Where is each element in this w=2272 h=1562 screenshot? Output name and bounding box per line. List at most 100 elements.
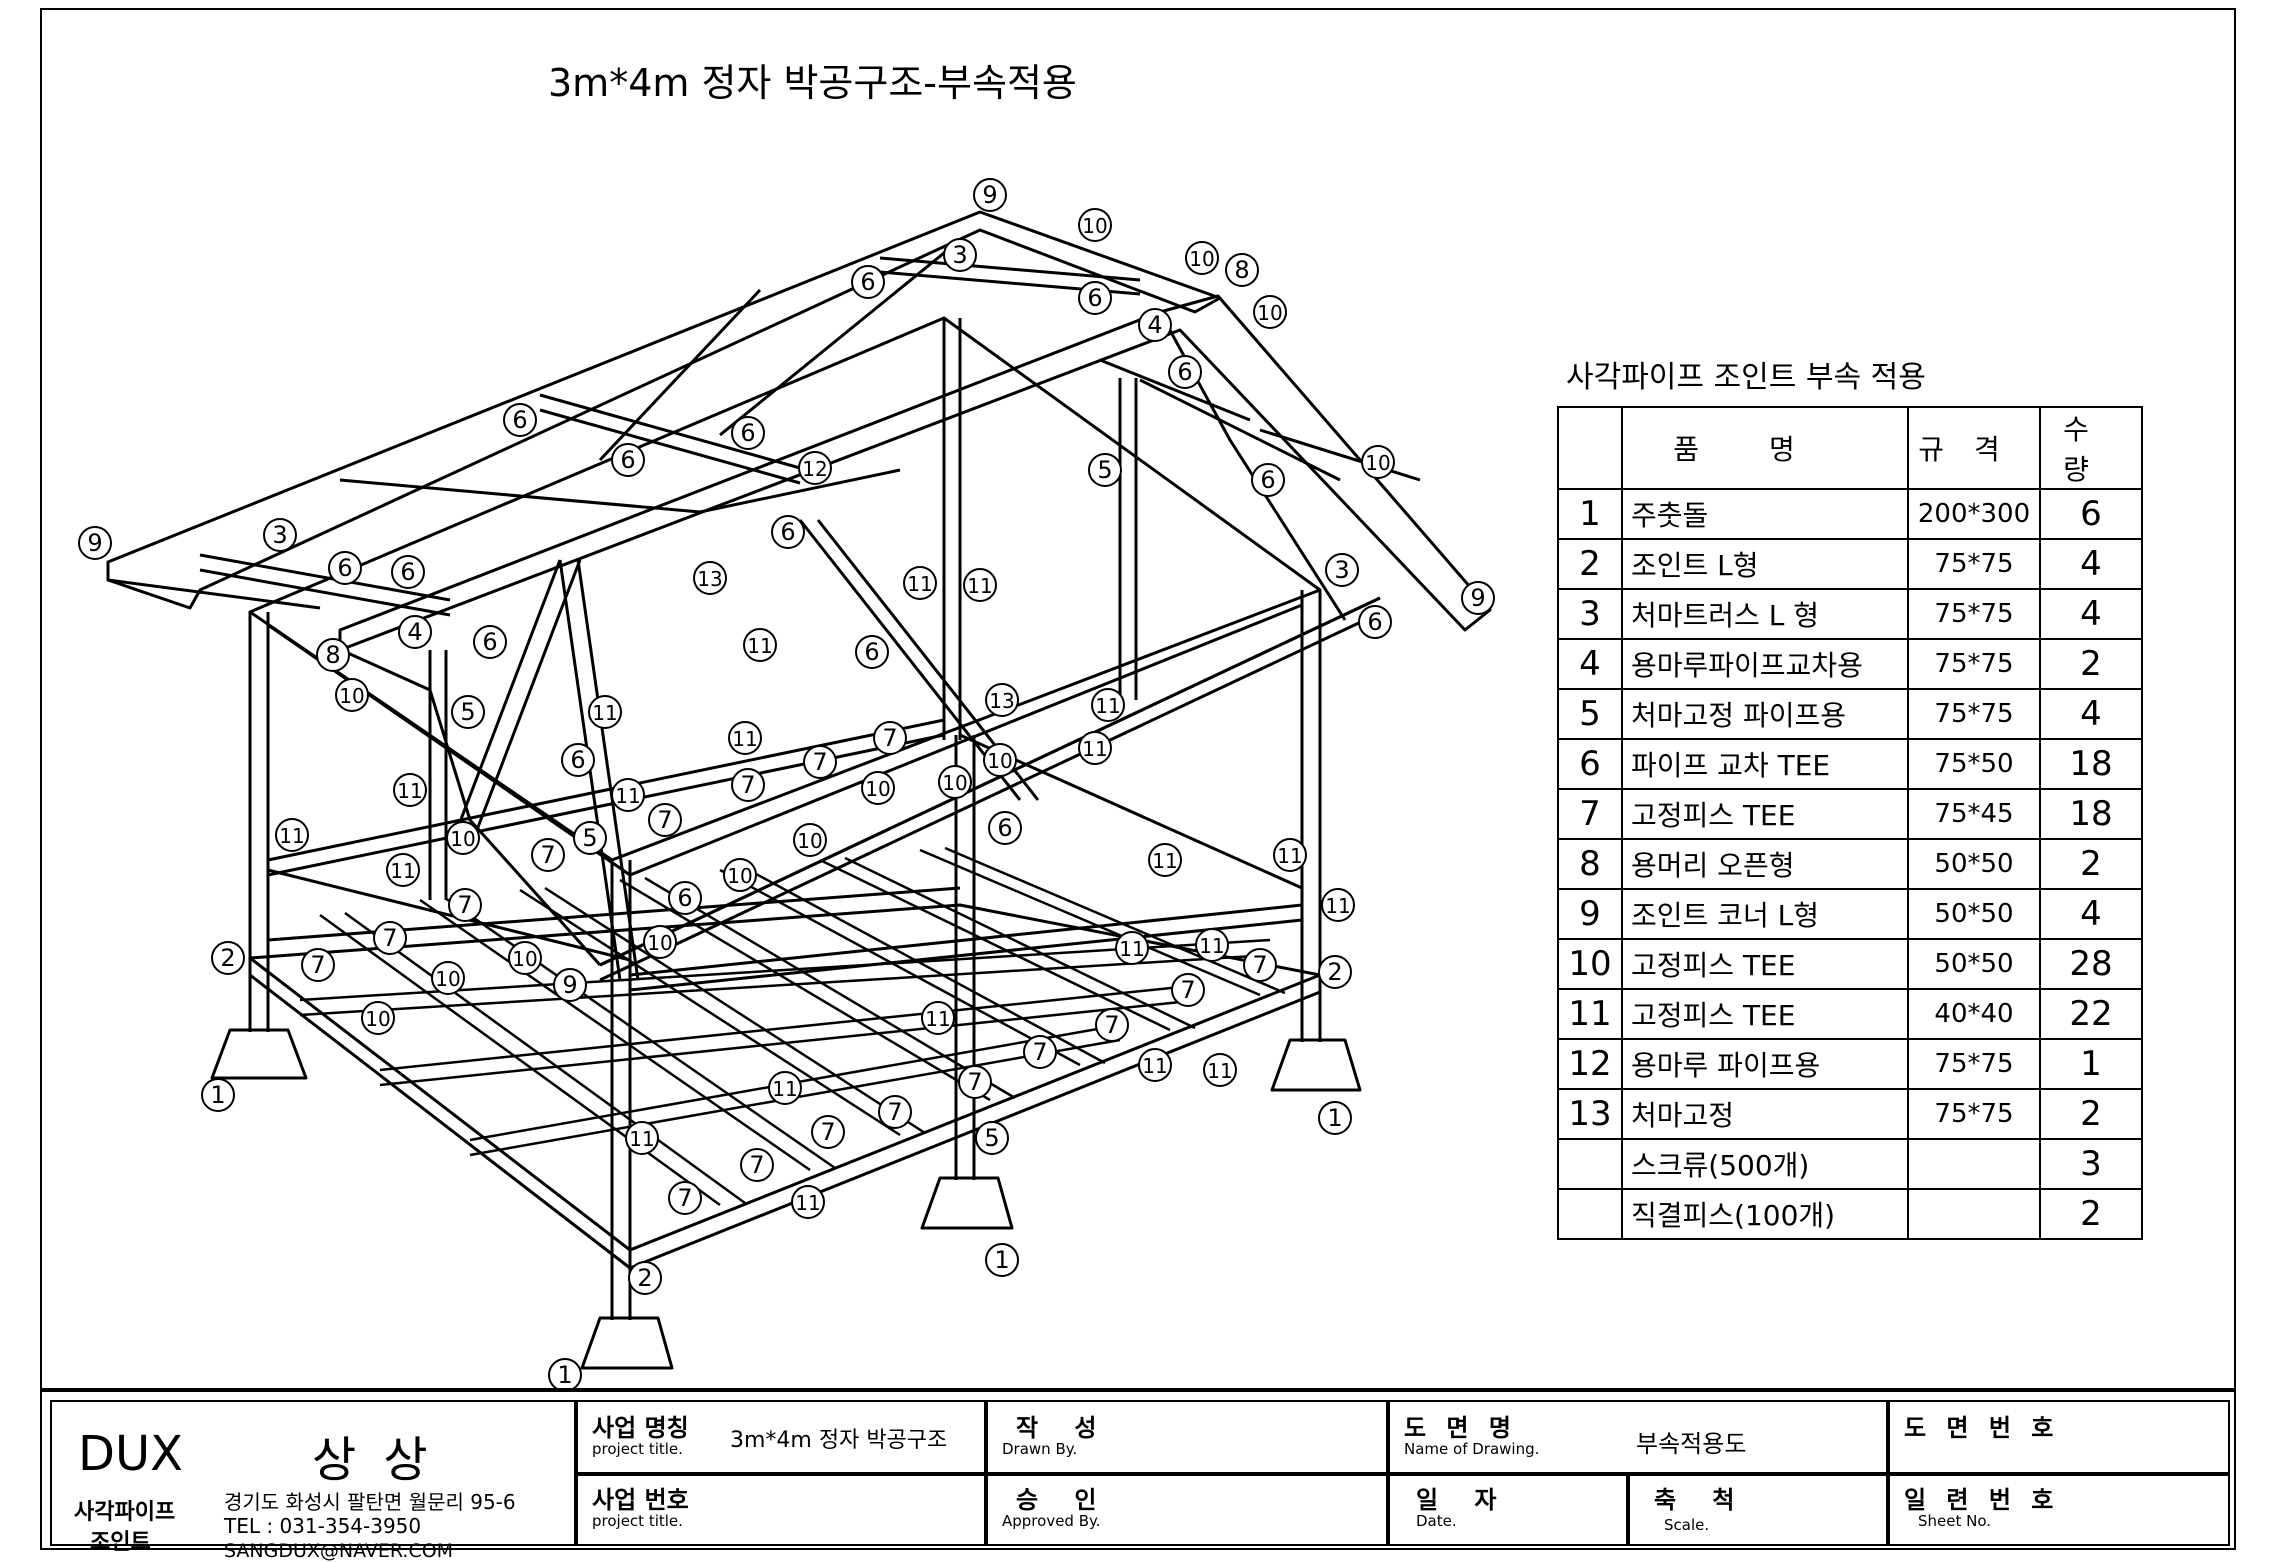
callout-number: 5 (1097, 456, 1112, 484)
callout-circle (1078, 281, 1112, 315)
callout-circle (811, 1115, 845, 1149)
callout-number: 5 (984, 1124, 999, 1152)
callout-number: 11 (1119, 937, 1144, 961)
project-title-label: 사업 명칭 (592, 1414, 689, 1442)
callout-circle (473, 625, 507, 659)
callout-circle (1361, 445, 1395, 479)
callout-number: 11 (629, 1127, 654, 1151)
drawn-by-label: 작 성 (1016, 1414, 1111, 1442)
part-name: 용마루파이프교차용 (1621, 638, 1909, 690)
callout-circle (1078, 731, 1112, 765)
part-spec: 40*40 (1907, 988, 2041, 1040)
callout-circle (201, 1078, 235, 1112)
callout-number: 7 (740, 771, 755, 799)
callout-circle (1185, 241, 1219, 275)
part-spec: 200*300 (1907, 488, 2041, 540)
callout-number: 11 (1082, 737, 1107, 761)
callout-number: 11 (795, 1191, 820, 1215)
callout-circle (361, 1001, 395, 1035)
callout-circle (78, 526, 112, 560)
callout-number: 7 (749, 1151, 764, 1179)
callout-number: 10 (987, 749, 1012, 773)
part-qty: 18 (2039, 788, 2143, 840)
callout-circle (1318, 955, 1352, 989)
callout-number: 7 (1032, 1038, 1047, 1066)
callout-number: 10 (450, 827, 475, 851)
callout-number: 11 (747, 634, 772, 658)
callout-number: 5 (460, 698, 475, 726)
company-logo-text: DUX (78, 1426, 183, 1482)
callout-number: 10 (727, 864, 752, 888)
callout-number: 10 (512, 947, 537, 971)
callout-number: 3 (952, 241, 967, 269)
part-qty: 6 (2039, 488, 2143, 540)
callout-circle (1095, 1008, 1129, 1042)
part-qty: 3 (2039, 1138, 2143, 1190)
callout-number: 10 (942, 771, 967, 795)
callout-circle (938, 765, 972, 799)
drawn-by-cell: 작 성 Drawn By. (986, 1400, 1388, 1474)
callout-circle (740, 1148, 774, 1182)
callout-number: 7 (382, 924, 397, 952)
callout-number: 7 (657, 806, 672, 834)
callout-number: 10 (435, 967, 460, 991)
callout-circle (723, 858, 757, 892)
callout-number: 10 (339, 684, 364, 708)
part-qty: 2 (2039, 1088, 2143, 1140)
part-no: 12 (1557, 1038, 1623, 1090)
drawing-name-label: 도 면 명 (1404, 1414, 1517, 1442)
callout-number: 11 (967, 574, 992, 598)
callout-number: 3 (272, 521, 287, 549)
callout-circle (1195, 928, 1229, 962)
callout-circle (983, 743, 1017, 777)
callout-number: 6 (1177, 358, 1192, 386)
callout-number: 11 (1207, 1059, 1232, 1083)
callout-number: 11 (1277, 844, 1302, 868)
callout-number: 11 (279, 824, 304, 848)
callout-circle (1273, 838, 1307, 872)
part-spec: 50*50 (1907, 838, 2041, 890)
callout-circle (373, 921, 407, 955)
callout-circle (958, 1065, 992, 1099)
product-line-1: 사각파이프 (74, 1500, 176, 1525)
callout-number: 6 (860, 268, 875, 296)
callout-number: 7 (967, 1068, 982, 1096)
part-spec: 50*50 (1907, 938, 2041, 990)
project-no-label: 사업 번호 (592, 1486, 689, 1514)
callout-circle (771, 515, 805, 549)
callout-circle (803, 745, 837, 779)
scale-label: 축 척 (1654, 1486, 1749, 1514)
project-no-cell: 사업 번호 project title. (576, 1474, 986, 1546)
callout-circle (1318, 1101, 1352, 1135)
part-spec: 75*75 (1907, 638, 2041, 690)
callout-circle (988, 811, 1022, 845)
callout-number: 11 (592, 701, 617, 725)
callout-number: 7 (677, 1184, 692, 1212)
mid-rails (267, 718, 1303, 992)
part-name: 스크류(500개) (1621, 1138, 1909, 1190)
callout-number: 9 (982, 181, 997, 209)
part-spec: 75*50 (1907, 738, 2041, 790)
callout-circle (1358, 605, 1392, 639)
part-spec: 75*75 (1907, 538, 2041, 590)
part-qty: 1 (2039, 1038, 2143, 1090)
part-no: 11 (1557, 988, 1623, 1040)
callout-circle (573, 821, 607, 855)
callout-number: 3 (1334, 556, 1349, 584)
company-address: 경기도 화성시 팔탄면 월문리 95-6 (224, 1490, 516, 1514)
callout-circle (625, 1121, 659, 1155)
part-qty: 2 (2039, 838, 2143, 890)
callout-circle (588, 695, 622, 729)
sheet-no-label-en: Sheet No. (1918, 1512, 1992, 1530)
scale-cell: 축 척 Scale. (1628, 1474, 1888, 1546)
part-name: 조인트 L형 (1621, 538, 1909, 590)
part-spec: 75*75 (1907, 588, 2041, 640)
callout-number: 11 (1142, 1054, 1167, 1078)
